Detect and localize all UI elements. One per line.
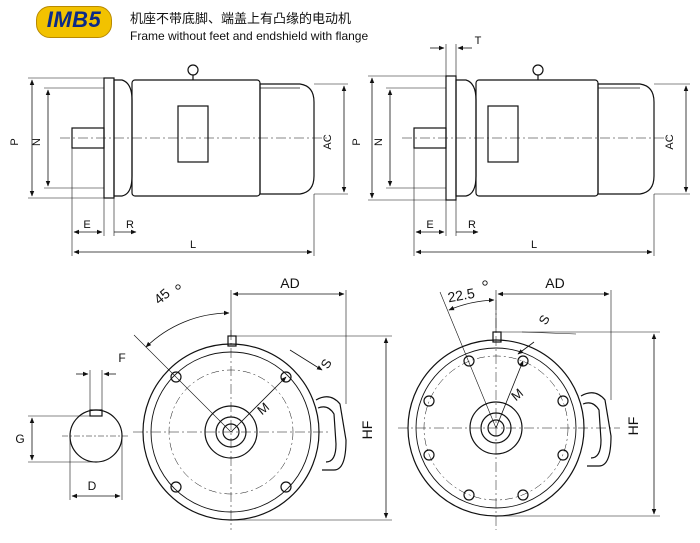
dim-label-ac-right: AC [664, 134, 676, 149]
dim-label-m-left: M [254, 399, 272, 417]
dim-label-ad-left: AD [280, 275, 299, 291]
dim-label-t-right: T [475, 35, 482, 47]
angle-label-right: 22.5 [446, 285, 476, 306]
shaft-cross-section [28, 370, 130, 500]
degree-symbol-right [482, 280, 488, 286]
end-view-left [133, 290, 392, 530]
dim-label-e-left: E [83, 219, 90, 231]
dim-label-e-right: E [426, 219, 433, 231]
dim-label-p-left: P [9, 138, 21, 145]
dim-label-hf-left: HF [359, 421, 375, 440]
terminal-box-left [177, 105, 209, 163]
imb5-badge: IMB5 [36, 6, 112, 38]
end-view-right [398, 290, 660, 530]
dim-label-s-right: S [535, 312, 552, 327]
terminal-box-right [487, 105, 519, 163]
badge-label: IMB5 [46, 7, 102, 32]
dim-label-l-left: L [190, 239, 196, 251]
dim-label-n-left: N [31, 138, 43, 146]
dim-label-r-left: R [126, 219, 134, 231]
dim-label-hf-right: HF [625, 417, 641, 436]
dim-label-g: G [15, 432, 24, 446]
dim-label-r-right: R [468, 219, 476, 231]
dim-label-ad-right: AD [545, 275, 564, 291]
dim-label-f: F [118, 351, 125, 365]
dim-label-p-right: P [351, 138, 363, 145]
title-chinese: 机座不带底脚、端盖上有凸缘的电动机 [130, 12, 352, 27]
side-view-right [368, 44, 690, 256]
dim-label-n-right: N [373, 138, 385, 146]
dim-label-ac-left: AC [322, 134, 334, 149]
dim-label-l-right: L [531, 239, 537, 251]
side-view-left [28, 64, 348, 256]
dim-label-d: D [88, 479, 97, 493]
dim-label-m-right: M [508, 385, 526, 403]
degree-symbol-left [175, 284, 181, 290]
angle-label-left: 45 [151, 285, 173, 307]
title-english: Frame without feet and endshield with fl… [130, 29, 369, 43]
